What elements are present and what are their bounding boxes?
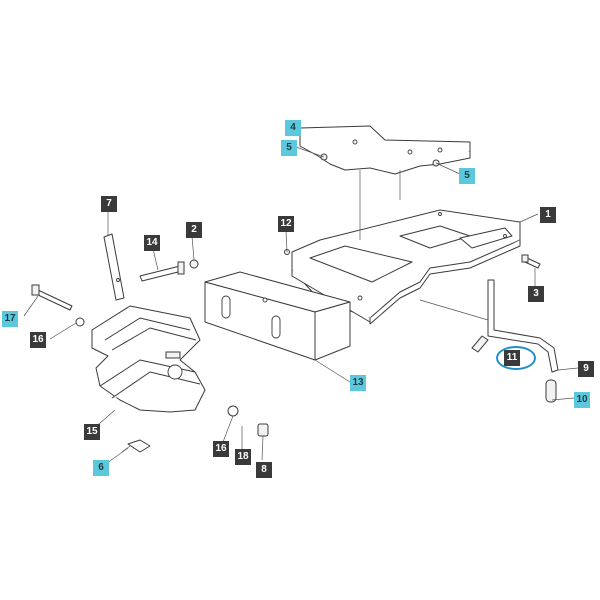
callout-4[interactable]: 4 <box>285 120 301 136</box>
highlight-ring <box>496 346 536 370</box>
callout-3[interactable]: 3 <box>528 286 544 302</box>
long-bolt-part[interactable] <box>139 261 185 282</box>
callout-17[interactable]: 17 <box>2 311 18 327</box>
clip-pin-part[interactable] <box>121 439 151 453</box>
callout-10[interactable]: 10 <box>574 392 590 408</box>
callout-2[interactable]: 2 <box>186 222 202 238</box>
ballast-box-part[interactable] <box>204 271 351 361</box>
grip-part[interactable] <box>545 379 557 403</box>
callout-7[interactable]: 7 <box>101 196 117 212</box>
callout-8[interactable]: 8 <box>256 462 272 478</box>
callout-9[interactable]: 9 <box>578 361 594 377</box>
bushing-part[interactable] <box>257 423 269 437</box>
hanger-rod-part[interactable] <box>103 233 125 301</box>
nut-part-2[interactable] <box>189 259 199 269</box>
callout-13[interactable]: 13 <box>350 375 366 391</box>
callout-12[interactable]: 12 <box>278 216 294 232</box>
callout-16-lower[interactable]: 16 <box>213 441 229 457</box>
callout-14[interactable]: 14 <box>144 235 160 251</box>
tie-bolt-part[interactable] <box>31 284 73 311</box>
callout-18[interactable]: 18 <box>235 449 251 465</box>
callout-16-left[interactable]: 16 <box>30 332 46 348</box>
callout-5-left[interactable]: 5 <box>281 140 297 156</box>
callout-5-right[interactable]: 5 <box>459 168 475 184</box>
washer-part-lower[interactable] <box>227 405 239 417</box>
washer-part-left[interactable] <box>75 317 85 327</box>
weight-stack-part[interactable] <box>91 305 206 413</box>
callout-15[interactable]: 15 <box>84 424 100 440</box>
main-frame-part[interactable] <box>291 209 521 325</box>
spring-part[interactable] <box>471 335 489 353</box>
callout-1[interactable]: 1 <box>540 207 556 223</box>
bracket-plate-part[interactable] <box>299 125 471 175</box>
bolt-part-3[interactable] <box>521 254 541 269</box>
callout-6[interactable]: 6 <box>93 460 109 476</box>
